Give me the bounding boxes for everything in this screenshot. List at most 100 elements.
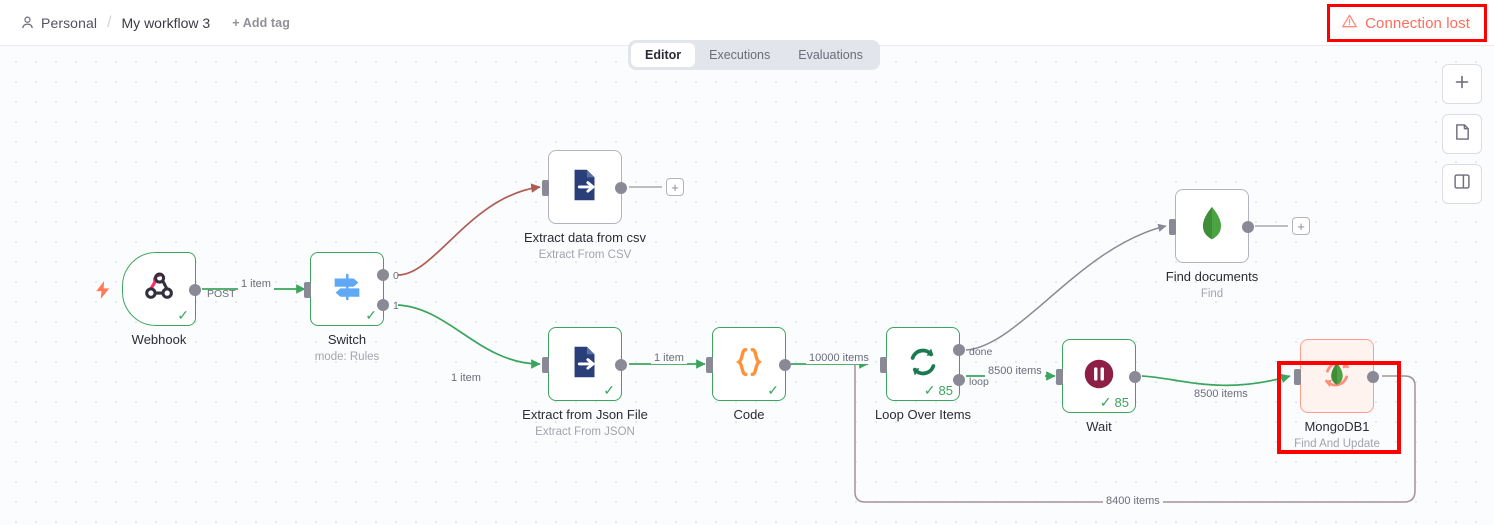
node-extract-csv-title: Extract data from csv — [523, 230, 647, 245]
add-node-stub-find[interactable]: + — [1292, 217, 1310, 235]
node-wait-box[interactable]: ✓ 85 — [1056, 339, 1141, 413]
node-find-documents[interactable]: Find documents Find — [1166, 189, 1258, 300]
node-extract-csv-box[interactable] — [542, 150, 627, 224]
webhook-icon — [140, 268, 178, 311]
node-switch-output-label-0: 0 — [393, 270, 399, 282]
node-wait-item-count: 85 — [1114, 394, 1129, 410]
node-extract-from-json-file[interactable]: ✓ Extract from Json File Extract From JS… — [522, 327, 648, 438]
switch-signpost-icon — [328, 268, 366, 311]
edge-label-mongo-loop: 8400 items — [1103, 495, 1163, 507]
pause-icon — [1080, 355, 1118, 398]
node-mongodb1[interactable]: MongoDB1 Find And Update — [1294, 339, 1380, 450]
add-sticky-note-button[interactable] — [1442, 114, 1482, 154]
loop-refresh-icon — [905, 344, 941, 385]
node-find-documents-title: Find documents — [1165, 269, 1259, 284]
connection-lost-label: Connection lost — [1365, 14, 1470, 32]
code-braces-icon — [730, 343, 768, 386]
edge-label-loop-wait: 8500 items — [985, 365, 1045, 377]
tab-executions[interactable]: Executions — [709, 48, 771, 62]
view-tabs: Editor Executions Evaluations — [628, 40, 880, 70]
node-mongodb1-subtitle: Find And Update — [1294, 438, 1380, 450]
node-loop-output-port-done[interactable] — [953, 344, 965, 356]
node-switch-subtitle: mode: Rules — [314, 351, 380, 363]
node-find-documents-box[interactable] — [1169, 189, 1254, 263]
node-loop-output-label-loop: loop — [969, 376, 989, 388]
node-webhook-output-label: POST — [207, 288, 236, 300]
node-code-box[interactable]: ✓ — [706, 327, 791, 401]
node-webhook-output-port[interactable] — [189, 284, 201, 296]
tab-evaluations[interactable]: Evaluations — [798, 48, 863, 62]
connection-lost-badge: Connection lost — [1327, 4, 1487, 42]
node-code-output-port[interactable] — [779, 359, 791, 371]
node-extract-csv-subtitle: Extract From CSV — [538, 249, 632, 261]
node-extract-json-input-port[interactable] — [542, 357, 549, 373]
node-webhook-box[interactable]: ✓ POST — [122, 252, 236, 326]
node-loop-title: Loop Over Items — [874, 407, 972, 422]
add-tag-button[interactable]: + Add tag — [232, 15, 290, 30]
node-switch-input-port[interactable] — [304, 282, 311, 298]
edge-label-switch-json: 1 item — [448, 372, 484, 384]
add-node-button[interactable] — [1442, 64, 1482, 104]
node-switch-status-check: ✓ — [365, 307, 377, 323]
trigger-bolt-icon — [96, 281, 110, 304]
node-wait[interactable]: ✓ 85 Wait — [1056, 339, 1141, 434]
add-node-stub-csv[interactable]: + — [666, 178, 684, 196]
node-extract-json-box[interactable]: ✓ — [542, 327, 627, 401]
connection-edges — [202, 183, 1416, 503]
node-find-documents-output-port[interactable] — [1242, 221, 1254, 233]
plus-icon — [1454, 74, 1470, 95]
node-loop-status-check: ✓ 85 — [923, 382, 953, 398]
node-find-documents-subtitle: Find — [1200, 288, 1224, 300]
mongodb-update-icon — [1315, 352, 1359, 401]
node-loop-over-items[interactable]: ✓ 85 done loop Loop Over Items — [875, 327, 992, 422]
breadcrumb-workflow-name[interactable]: My workflow 3 — [121, 14, 211, 31]
node-webhook-title: Webhook — [131, 332, 187, 347]
node-code-status-check: ✓ — [767, 382, 779, 398]
edge-label-wait-mongo: 8500 items — [1191, 388, 1251, 400]
node-loop-output-port-loop[interactable] — [953, 374, 965, 386]
edge-label-webhook-switch: 1 item — [238, 278, 274, 290]
panel-layout-icon — [1453, 173, 1471, 195]
breadcrumb-separator: / — [107, 13, 112, 31]
edge-label-json-code: 1 item — [651, 352, 687, 364]
extract-file-icon — [566, 166, 604, 209]
node-extract-csv-input-port[interactable] — [542, 180, 549, 196]
node-code-title: Code — [733, 407, 765, 422]
sticky-note-icon — [1454, 123, 1471, 146]
toggle-panel-button[interactable] — [1442, 164, 1482, 204]
node-find-documents-input-port[interactable] — [1169, 219, 1176, 235]
node-mongodb1-output-port[interactable] — [1367, 371, 1379, 383]
node-webhook-status-check: ✓ — [177, 307, 189, 323]
node-switch-output-port-0[interactable] — [377, 269, 389, 281]
node-code-input-port[interactable] — [706, 357, 713, 373]
node-extract-json-status-check: ✓ — [603, 382, 615, 398]
node-loop-item-count: 85 — [938, 382, 953, 398]
node-extract-csv-output-port[interactable] — [615, 182, 627, 194]
node-loop-over-items-box[interactable]: ✓ 85 done loop — [880, 327, 992, 401]
breadcrumb-project[interactable]: Personal — [41, 14, 98, 31]
node-mongodb1-input-port[interactable] — [1294, 369, 1301, 385]
tab-editor[interactable]: Editor — [631, 43, 696, 67]
node-switch[interactable]: ✓ 0 1 Switch mode: Rules — [304, 252, 399, 363]
warning-triangle-icon — [1341, 13, 1358, 34]
workflow-canvas[interactable]: 1 item 1 item 1 item 10000 items 8500 it… — [0, 46, 1494, 525]
node-extract-data-from-csv[interactable]: Extract data from csv Extract From CSV — [524, 150, 646, 261]
node-loop-input-port[interactable] — [880, 357, 887, 373]
node-mongodb1-title: MongoDB1 — [1304, 419, 1370, 434]
node-switch-output-port-1[interactable] — [377, 299, 389, 311]
node-mongodb1-box[interactable] — [1294, 339, 1379, 413]
node-extract-json-output-port[interactable] — [615, 359, 627, 371]
person-icon — [20, 15, 35, 30]
node-wait-input-port[interactable] — [1056, 369, 1063, 385]
node-switch-title: Switch — [327, 332, 367, 347]
node-wait-status-check: ✓ 85 — [1099, 394, 1129, 410]
node-switch-box[interactable]: ✓ 0 1 — [304, 252, 399, 326]
node-wait-output-port[interactable] — [1129, 371, 1141, 383]
node-extract-json-subtitle: Extract From JSON — [535, 426, 635, 438]
node-code[interactable]: ✓ Code — [706, 327, 791, 422]
mongodb-leaf-icon — [1195, 205, 1229, 248]
node-wait-title: Wait — [1086, 419, 1112, 434]
node-switch-output-label-1: 1 — [393, 300, 399, 312]
node-webhook[interactable]: ✓ POST Webhook — [96, 252, 236, 347]
